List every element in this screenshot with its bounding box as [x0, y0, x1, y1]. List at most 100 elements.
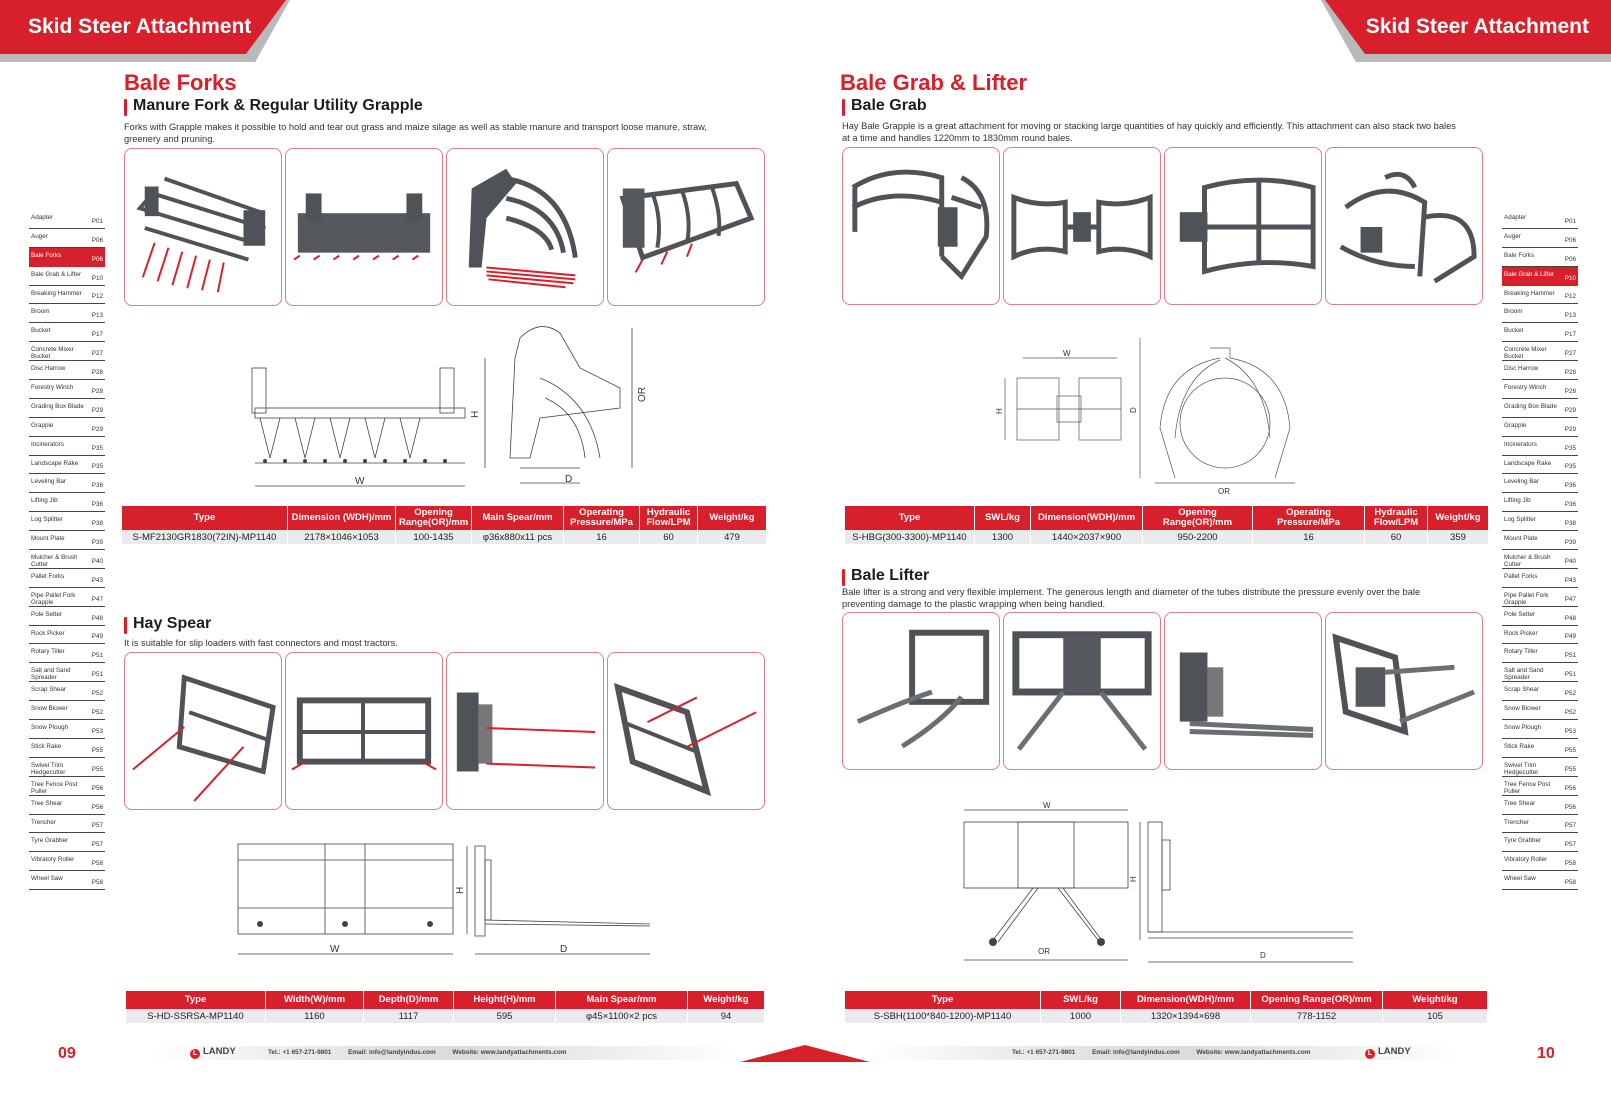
table-header-cell: Hydraulic Flow/LPM: [1365, 506, 1428, 530]
index-item-name: Breaking Hammer: [1504, 289, 1555, 297]
dim-label-w: W: [330, 944, 340, 955]
manure-fork-photo-4: [619, 180, 755, 273]
product-photo: [1164, 147, 1322, 305]
index-item-page: P35: [1564, 444, 1576, 452]
drawing-manure-fork: W D H OR: [251, 326, 648, 487]
footer-website[interactable]: Website: www.landyattachments.com: [452, 1049, 567, 1056]
index-item-page: P10: [91, 274, 103, 282]
index-item-page: P17: [91, 331, 103, 339]
footer-contact-left: Tel.: +1 657-271-9801 Email: info@landyi…: [268, 1049, 581, 1056]
index-item-name: Adapter: [31, 214, 54, 221]
table-cell: 1000: [1041, 1009, 1121, 1023]
footer-website[interactable]: Website: www.landyattachments.com: [1196, 1049, 1311, 1056]
index-item-page: P35: [1564, 463, 1576, 471]
footer-email[interactable]: Email: info@landyindus.com: [348, 1049, 436, 1056]
table-cell: 16: [564, 530, 640, 544]
product-photo: [1003, 612, 1161, 770]
index-item-page: P29: [91, 406, 103, 414]
product-photo: [1325, 612, 1483, 770]
footer-email[interactable]: Email: info@landyindus.com: [1092, 1049, 1180, 1056]
table-header-cell: SWL/kg: [1041, 991, 1121, 1009]
index-item-page: P52: [1564, 690, 1576, 698]
table-header-cell: Hydraulic Flow/LPM: [640, 506, 698, 530]
index-item-page: P40: [1564, 557, 1576, 565]
dim-label-or: OR: [637, 387, 648, 402]
